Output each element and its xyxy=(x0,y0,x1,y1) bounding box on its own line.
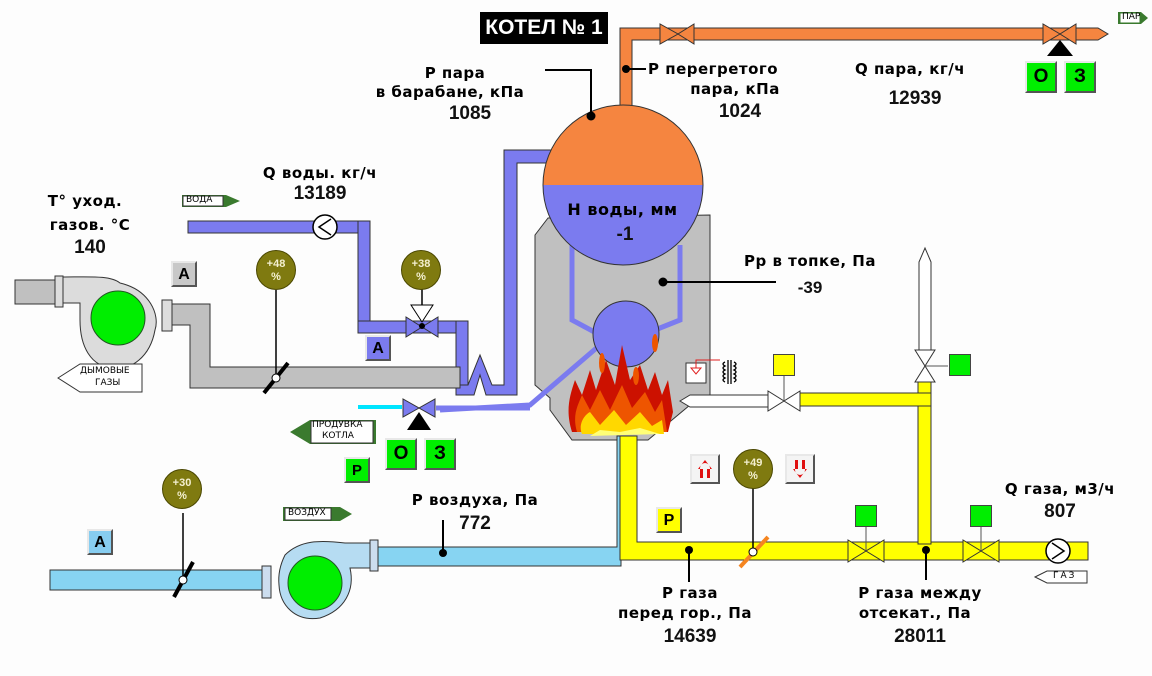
blowdown-open-button[interactable]: О xyxy=(385,438,417,470)
air-damper-gauge[interactable]: +30% xyxy=(162,469,202,509)
gas-flowmeter xyxy=(1045,538,1071,564)
drum-steam-pressure-label-1: P пара xyxy=(424,64,486,82)
tag-fluegas-shape xyxy=(57,363,143,393)
steam-valve-1 xyxy=(659,23,695,45)
vent-valve xyxy=(914,349,936,383)
tag-gas: ГАЗ xyxy=(1053,571,1077,581)
flue-temp-value: 140 xyxy=(74,237,106,258)
gas-between-pressure-label-2: отсекат., Па xyxy=(858,604,972,622)
ignition-transformer-icon xyxy=(722,360,737,384)
water-level-value: -1 xyxy=(616,224,634,245)
tag-water-shape xyxy=(182,195,240,207)
gas-valve-gauge-value: +49 xyxy=(743,457,763,469)
tag-flue-gases-1: ДЫМОВЫЕ xyxy=(80,366,130,376)
superheated-pressure-label-2: пара, кПа xyxy=(690,80,780,98)
flue-gas-duct xyxy=(14,279,461,389)
igniter-valve-status[interactable] xyxy=(773,354,795,376)
tag-gas-shape xyxy=(1033,570,1088,584)
air-mode-button[interactable]: А xyxy=(87,529,113,555)
flue-temp-label-2: газов. °C xyxy=(49,216,131,234)
arrow-up-icon xyxy=(698,460,712,478)
gas-shutoff-2-status[interactable] xyxy=(970,505,992,527)
air-pressure-value: 772 xyxy=(459,513,491,534)
steam-flow-label: Q пара, кг/ч xyxy=(854,60,966,78)
blowdown-mode-button[interactable]: Р xyxy=(344,457,370,483)
tag-blowdown-1: ПРОДУВКА xyxy=(312,420,363,430)
flue-damper-gauge[interactable]: +48% xyxy=(256,250,296,290)
gas-between-pressure-value: 28011 xyxy=(894,626,946,647)
gas-mode-button[interactable]: Р xyxy=(656,507,682,533)
gas-shutoff-valve-1 xyxy=(847,539,885,563)
tag-flue-gases-2: ГАЗЫ xyxy=(95,378,121,388)
steam-valve-actuator xyxy=(1047,40,1073,56)
water-flow-value: 13189 xyxy=(293,183,347,204)
tag-blowdown-shape xyxy=(290,420,376,444)
arrow-down-icon xyxy=(793,460,807,478)
gas-valve-gauge-unit: % xyxy=(748,470,758,482)
water-valve-gauge[interactable]: +38% xyxy=(401,250,441,290)
water-level-label: H воды, мм xyxy=(567,200,678,219)
water-mode-button[interactable]: А xyxy=(365,335,391,361)
gas-burner-pressure-value: 14639 xyxy=(663,626,717,647)
gas-burner-pressure-label-2: перед гор., Па xyxy=(618,604,752,622)
gas-vent-pipe xyxy=(918,246,932,356)
tag-air-shape xyxy=(283,507,352,521)
tag-steam: ПАР xyxy=(1122,12,1141,22)
water-flow-label: Q воды. кг/ч xyxy=(262,164,378,182)
tag-blowdown-2: КОТЛА xyxy=(322,431,354,441)
blowdown-valve-actuator xyxy=(407,412,431,430)
drum-steam-pressure-value: 1085 xyxy=(448,103,492,124)
air-pressure-label: P воздуха, Па xyxy=(411,491,539,509)
blowdown-valve xyxy=(402,398,436,418)
superheated-pressure-value: 1024 xyxy=(718,101,762,122)
steam-valve-2 xyxy=(1042,23,1077,45)
air-damper-gauge-unit: % xyxy=(177,490,187,502)
boiler-title: КОТЕЛ № 1 xyxy=(480,12,608,44)
flue-damper-gauge-value: +48 xyxy=(266,258,286,270)
blowdown-close-button[interactable]: З xyxy=(424,438,456,470)
flue-mode-button[interactable]: А xyxy=(171,261,197,287)
tag-steam-shape xyxy=(1118,12,1148,24)
steam-valve-close-button[interactable]: З xyxy=(1064,61,1096,93)
water-valve-gauge-unit: % xyxy=(416,271,426,283)
gas-valve-close-button[interactable] xyxy=(785,454,815,484)
gas-valve-open-button[interactable] xyxy=(690,454,720,484)
flue-gas-fan xyxy=(54,275,173,369)
water-valve-actuator xyxy=(410,304,434,323)
vent-valve-status[interactable] xyxy=(949,354,971,376)
water-valve-gauge-value: +38 xyxy=(411,258,431,270)
steam-valve-open-button[interactable]: О xyxy=(1025,61,1057,93)
gas-pipe xyxy=(619,381,1089,561)
steam-flow-value: 12939 xyxy=(888,88,942,109)
gas-burner-pressure-label-1: P газа xyxy=(661,584,718,602)
igniter-pipe xyxy=(679,394,769,408)
water-valve xyxy=(405,316,439,338)
flue-temp-label-1: T° уход. xyxy=(47,192,123,210)
furnace-pressure-value: -39 xyxy=(797,278,823,297)
gas-shutoff-valve-2 xyxy=(962,539,1000,563)
furnace-pressure-label: Pp в топке, Па xyxy=(744,252,876,270)
drum-steam-pressure-label-2: в барабане, кПа xyxy=(375,83,525,101)
steam-drum xyxy=(542,104,704,266)
gas-flow-label: Q газа, м3/ч xyxy=(1004,480,1116,498)
gas-between-pressure-label-1: P газа между xyxy=(858,584,982,602)
air-damper-gauge-value: +30 xyxy=(172,477,192,489)
flue-damper-gauge-unit: % xyxy=(271,271,281,283)
air-fan xyxy=(261,539,379,620)
tag-water: ВОДА xyxy=(186,195,213,205)
burner-flame xyxy=(568,334,673,436)
gas-shutoff-1-status[interactable] xyxy=(855,505,877,527)
water-flowmeter xyxy=(312,214,338,240)
igniter-valve xyxy=(767,390,801,412)
superheated-pressure-label-1: P перегретого xyxy=(648,60,779,78)
tag-air: ВОЗДУХ xyxy=(288,508,326,518)
gas-flow-value: 807 xyxy=(1044,501,1076,522)
gas-valve-gauge[interactable]: +49% xyxy=(733,449,773,489)
